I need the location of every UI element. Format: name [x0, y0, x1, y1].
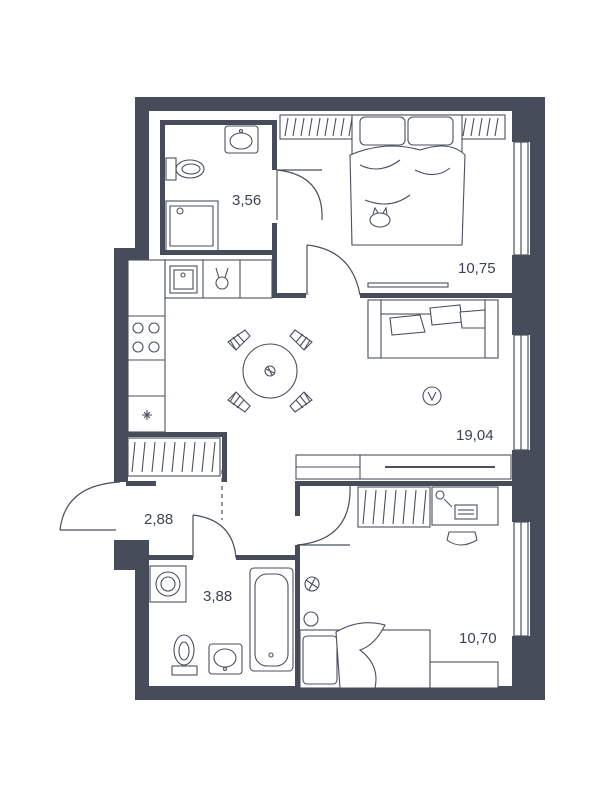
windows	[513, 141, 529, 637]
toilet-top	[165, 157, 177, 181]
area-bathroom-top: 3,56	[232, 192, 261, 209]
washing-machine	[149, 565, 187, 603]
area-bathroom-bottom: 3,88	[203, 588, 232, 605]
chair-4	[289, 391, 313, 413]
kitchen-furniture	[127, 259, 273, 433]
robot-vacuum-icon	[422, 386, 442, 406]
hallway-wardrobe	[127, 437, 221, 477]
toilet-bottom	[171, 665, 198, 676]
area-hallway: 2,88	[144, 511, 173, 528]
bedroom-top-furniture	[279, 114, 506, 288]
wardrobe-hangers-top	[284, 117, 499, 137]
area-bedroom-top: 10,75	[458, 260, 496, 277]
sink-top	[224, 125, 259, 154]
area-labels: 3,56 10,75 19,04 2,88 3,88 10,70	[144, 192, 497, 647]
living-furniture	[295, 299, 512, 480]
bathroom-top-fixtures	[165, 125, 259, 252]
chair-3	[227, 391, 251, 413]
chair-2	[289, 329, 313, 351]
stove-icon	[132, 322, 160, 353]
desk-chair	[446, 531, 478, 546]
bathtub	[249, 567, 294, 672]
shower	[165, 200, 219, 252]
dining-set	[227, 329, 313, 413]
chair-1	[227, 329, 251, 351]
bedroom-bottom-furniture	[299, 486, 499, 689]
walls	[114, 97, 545, 700]
sink-bottom	[208, 643, 243, 675]
area-bedroom-bottom: 10,70	[459, 630, 497, 647]
bathroom-bottom-fixtures	[149, 565, 294, 676]
washing-machine-icon	[215, 276, 229, 290]
cat-icon	[369, 206, 391, 228]
doors	[59, 169, 361, 559]
kitchen-counter-side	[127, 259, 166, 433]
area-living-kitchen: 19,04	[456, 427, 494, 444]
teddy-icon	[303, 611, 319, 627]
